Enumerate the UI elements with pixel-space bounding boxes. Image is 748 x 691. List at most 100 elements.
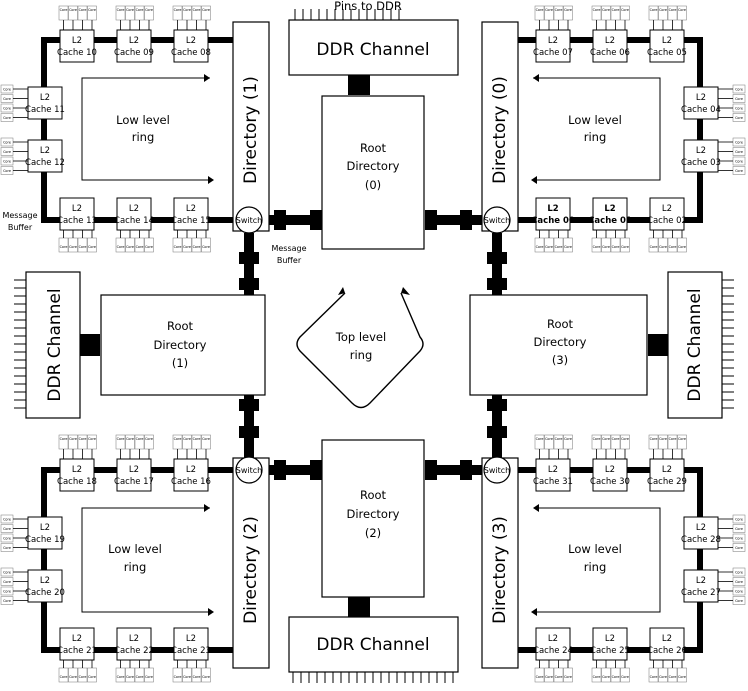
ddr-channel-top: DDR Channel Pins to DDR: [288, 0, 459, 95]
svg-text:Cache 03: Cache 03: [681, 158, 721, 168]
directory-2: Directory (2): [232, 457, 270, 669]
svg-text:Core: Core: [3, 518, 11, 522]
svg-text:Low level: Low level: [568, 542, 622, 556]
svg-text:L2: L2: [72, 36, 82, 46]
directory-0: Directory (0): [481, 21, 519, 232]
switch-0: Switch: [235, 206, 263, 234]
svg-text:Core: Core: [621, 437, 629, 441]
svg-text:Core: Core: [3, 580, 11, 584]
svg-text:Core: Core: [145, 245, 153, 249]
svg-text:Core: Core: [60, 245, 68, 249]
svg-text:Core: Core: [564, 8, 572, 12]
directory-3: Directory (3): [481, 457, 519, 669]
svg-text:Switch: Switch: [484, 216, 510, 225]
svg-text:Core: Core: [555, 437, 563, 441]
svg-text:Core: Core: [183, 675, 191, 679]
svg-text:Core: Core: [174, 8, 182, 12]
svg-text:Core: Core: [545, 675, 553, 679]
svg-text:L2: L2: [604, 204, 615, 214]
svg-text:Low level: Low level: [568, 113, 622, 127]
svg-text:Directory: Directory: [533, 335, 586, 349]
svg-text:Cache 04: Cache 04: [681, 105, 721, 115]
svg-text:Core: Core: [69, 8, 77, 12]
svg-text:Core: Core: [650, 245, 658, 249]
svg-text:Core: Core: [735, 527, 743, 531]
top-level-ring-label-line1: Top level: [335, 330, 386, 344]
svg-text:(2): (2): [365, 526, 381, 540]
svg-text:Directory: Directory: [153, 338, 206, 352]
svg-text:Core: Core: [3, 116, 11, 120]
svg-text:Core: Core: [126, 8, 134, 12]
svg-text:Core: Core: [193, 437, 201, 441]
svg-text:Cache 18: Cache 18: [57, 477, 97, 487]
svg-text:Core: Core: [735, 141, 743, 145]
svg-text:Core: Core: [193, 675, 201, 679]
svg-text:Core: Core: [145, 437, 153, 441]
svg-text:Directory (2): Directory (2): [241, 516, 261, 624]
svg-text:L2: L2: [696, 523, 706, 533]
svg-text:Core: Core: [136, 245, 144, 249]
svg-text:Cache 30: Cache 30: [590, 477, 630, 487]
svg-text:Core: Core: [650, 437, 658, 441]
svg-text:Core: Core: [126, 675, 134, 679]
svg-text:Core: Core: [735, 169, 743, 173]
svg-text:L2: L2: [696, 93, 706, 103]
svg-text:Core: Core: [593, 437, 601, 441]
svg-text:Core: Core: [88, 437, 96, 441]
svg-text:Core: Core: [79, 437, 87, 441]
svg-text:Core: Core: [117, 437, 125, 441]
svg-text:Switch: Switch: [484, 466, 510, 475]
svg-text:Core: Core: [3, 88, 11, 92]
svg-text:L2: L2: [186, 634, 196, 644]
svg-text:Core: Core: [3, 546, 11, 550]
svg-text:Core: Core: [669, 245, 677, 249]
svg-text:Core: Core: [735, 518, 743, 522]
ddr-channel-label-right: DDR Channel: [685, 288, 705, 401]
directory-1: Directory (1): [232, 21, 270, 232]
svg-text:Core: Core: [126, 437, 134, 441]
svg-text:Core: Core: [117, 245, 125, 249]
svg-text:L2: L2: [40, 146, 50, 156]
svg-text:Core: Core: [564, 437, 572, 441]
svg-text:Core: Core: [555, 675, 563, 679]
svg-text:Core: Core: [202, 8, 210, 12]
svg-text:Buffer: Buffer: [8, 223, 33, 232]
svg-text:Core: Core: [88, 675, 96, 679]
svg-text:L2: L2: [72, 634, 82, 644]
ddr-channel-label-left: DDR Channel: [45, 288, 65, 401]
svg-text:Core: Core: [602, 437, 610, 441]
svg-text:Core: Core: [536, 675, 544, 679]
svg-text:ring: ring: [584, 560, 607, 574]
svg-text:Core: Core: [183, 245, 191, 249]
svg-text:Core: Core: [593, 675, 601, 679]
svg-text:Core: Core: [735, 590, 743, 594]
svg-text:Core: Core: [735, 546, 743, 550]
svg-text:Core: Core: [659, 245, 667, 249]
svg-text:L2: L2: [72, 204, 82, 214]
svg-text:Core: Core: [612, 8, 620, 12]
ddr-pins-top: [294, 9, 400, 20]
svg-text:Directory: Directory: [346, 159, 399, 173]
svg-text:Cache 10: Cache 10: [57, 48, 97, 58]
svg-text:Core: Core: [117, 8, 125, 12]
switch-2: Switch: [235, 456, 263, 484]
svg-text:Core: Core: [60, 437, 68, 441]
svg-text:Cache 22: Cache 22: [114, 646, 154, 656]
svg-text:Core: Core: [174, 437, 182, 441]
svg-text:Core: Core: [536, 8, 544, 12]
svg-text:Cache 06: Cache 06: [590, 48, 630, 58]
